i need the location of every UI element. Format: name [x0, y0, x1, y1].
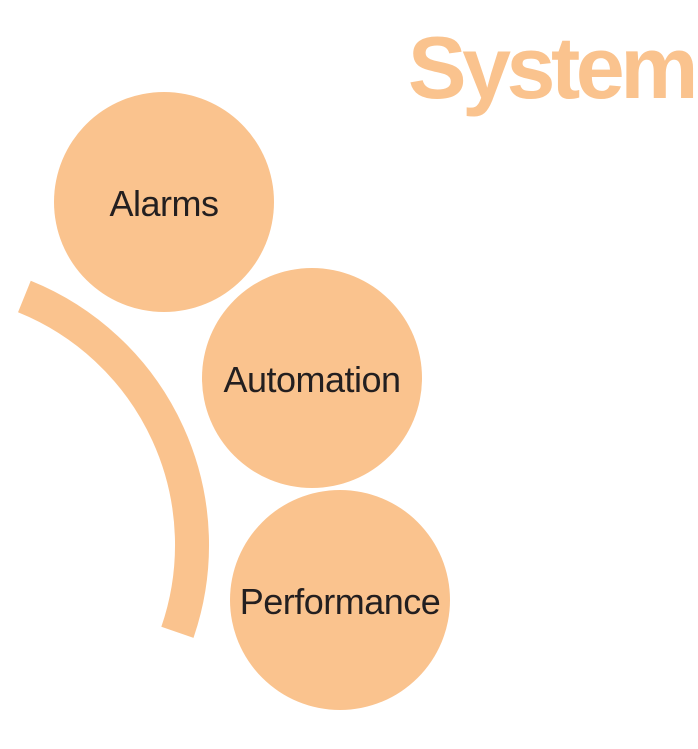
node-automation-label: Automation	[223, 359, 401, 400]
node-performance-label: Performance	[239, 581, 441, 622]
diagram-title: System	[407, 18, 698, 117]
node-alarms-label: Alarms	[109, 183, 219, 224]
node-automation: Automation	[202, 268, 422, 488]
node-alarms: Alarms	[54, 92, 274, 312]
node-performance: Performance	[230, 490, 450, 710]
connector-arc-path	[18, 280, 209, 638]
